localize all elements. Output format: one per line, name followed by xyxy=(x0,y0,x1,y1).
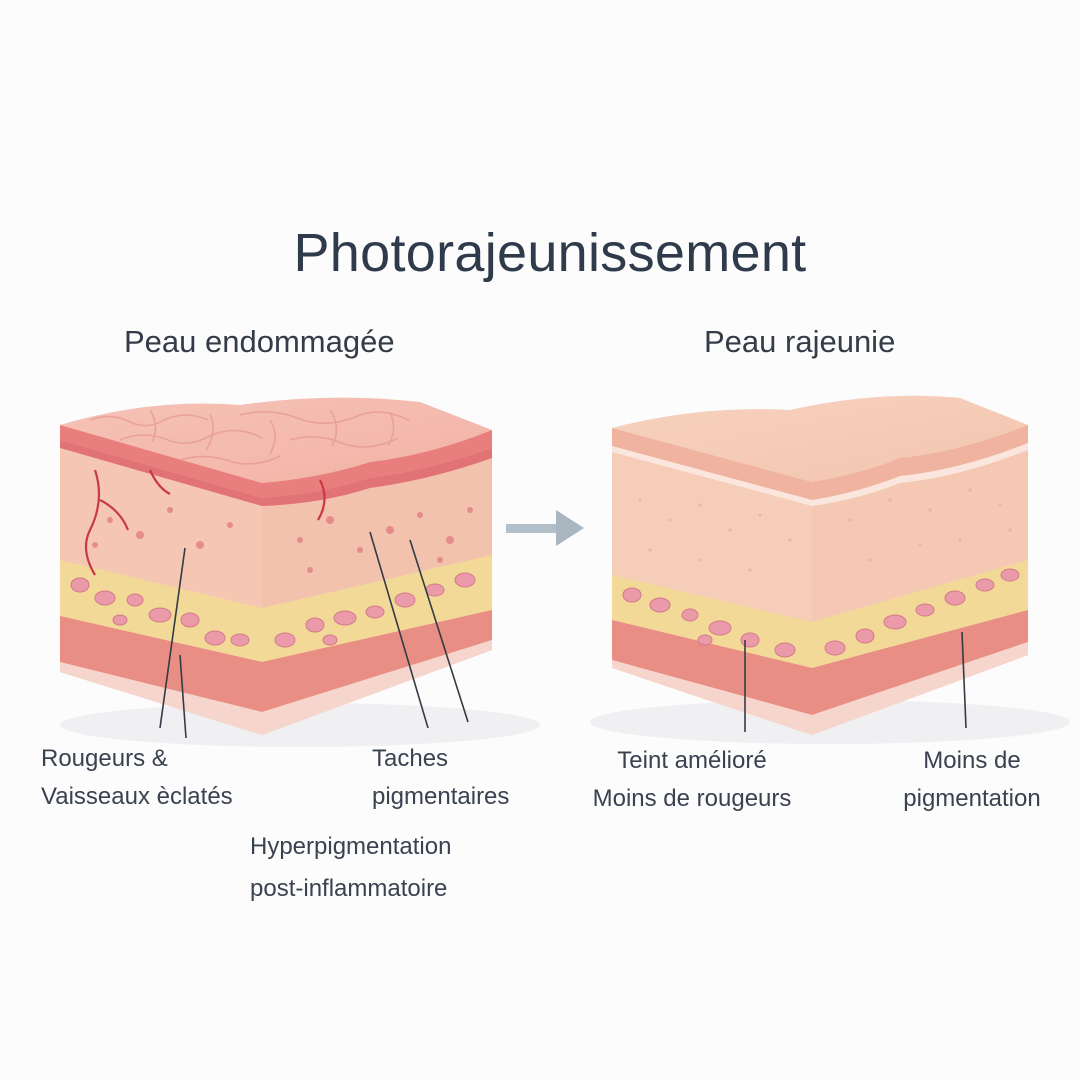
label-less-pigmentation: Moins de pigmentation xyxy=(888,742,1056,818)
muscle-layer-left xyxy=(60,616,262,712)
block-shadow xyxy=(60,703,540,747)
label-less-pigmentation-line1: Moins de xyxy=(923,747,1021,774)
broken-vessels xyxy=(84,469,326,576)
damaged-skin-heading: Peau endommagée xyxy=(124,324,395,359)
rejuvenated-skin-block xyxy=(590,395,1070,744)
label-hyperpigmentation: Hyperpigmentation post-inflammatoire xyxy=(250,826,451,910)
muscle-layer-right xyxy=(812,610,1028,715)
epidermis-left xyxy=(612,428,812,500)
leader-lines-left xyxy=(159,531,469,739)
arrow-head xyxy=(556,510,584,546)
fat-cells-right xyxy=(622,568,1020,658)
label-hyperpigmentation-line1: Hyperpigmentation xyxy=(250,833,452,860)
top-face xyxy=(612,395,1028,482)
label-redness: Rougeurs & Vaisseaux èclatés xyxy=(41,740,233,816)
label-redness-line1: Rougeurs & xyxy=(41,745,168,772)
muscle-layer-right xyxy=(262,610,492,712)
damaged-skin-block xyxy=(60,397,540,747)
label-hyperpigmentation-line2: post-inflammatoire xyxy=(250,875,448,902)
label-pigment-spots: Taches pigmentaires xyxy=(372,740,509,816)
label-less-pigmentation-line2: pigmentation xyxy=(903,785,1041,812)
label-improved-tone-line2: Moins de rougeurs xyxy=(592,785,792,812)
label-pigment-spots-line1: Taches xyxy=(372,745,449,772)
epidermis-left xyxy=(60,425,262,498)
label-improved-tone: Teint amélioré Moins de rougeurs xyxy=(578,742,806,818)
rejuvenated-skin-heading: Peau rajeunie xyxy=(704,324,896,359)
dermis-texture xyxy=(638,488,1012,572)
surface-cracks xyxy=(89,409,411,465)
transition-arrow xyxy=(506,510,584,546)
leader-lines-right xyxy=(744,631,967,732)
label-improved-tone-line1: Teint amélioré xyxy=(617,747,767,774)
page-title: Photorajeunissement xyxy=(293,223,807,283)
pigment-spots xyxy=(92,507,473,573)
label-redness-line2: Vaisseaux èclatés xyxy=(41,783,233,810)
label-pigment-spots-line2: pigmentaires xyxy=(372,783,510,810)
epidermis-right xyxy=(812,425,1028,500)
fat-cells-left xyxy=(70,572,476,648)
muscle-layer-left xyxy=(612,620,812,715)
